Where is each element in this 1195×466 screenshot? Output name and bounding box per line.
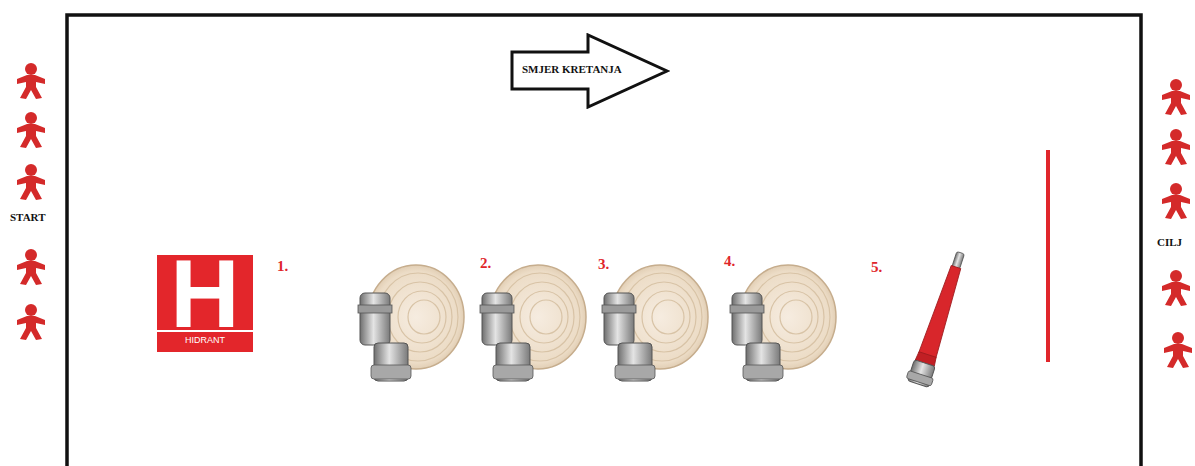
callout-number: 3. — [598, 256, 609, 273]
callout-number: 4. — [724, 253, 735, 270]
hose-roll — [480, 265, 586, 381]
hydrant-sign: HHIDRANT — [157, 255, 253, 352]
arrow-shape — [512, 35, 667, 107]
start-team — [17, 63, 45, 340]
start-label: START — [10, 211, 45, 223]
firefighter-figure — [17, 164, 45, 200]
firefighter-figure — [17, 249, 45, 285]
callout-number: 5. — [871, 259, 882, 276]
finish-team — [1162, 79, 1192, 368]
firefighter-figure — [1162, 129, 1190, 165]
callout-number: 2. — [480, 255, 491, 272]
nozzle — [906, 249, 973, 388]
firefighter-figure — [1164, 332, 1192, 368]
firefighter-figure — [17, 112, 45, 148]
finish-label: CILJ — [1157, 236, 1182, 248]
finish-line — [1046, 150, 1050, 362]
firefighter-figure — [17, 304, 45, 340]
firefighter-figure — [1162, 270, 1190, 306]
hose-roll — [358, 265, 464, 381]
firefighter-figure — [17, 63, 45, 99]
hydrant-caption: HIDRANT — [157, 335, 253, 345]
hydrant-letter: H — [157, 246, 253, 342]
firefighter-figure — [1162, 183, 1190, 219]
hose-roll — [602, 265, 708, 381]
firefighter-figure — [1162, 79, 1190, 115]
hose-roll — [730, 265, 836, 381]
direction-arrow: SMJER KRETANJA — [510, 33, 670, 109]
callout-number: 1. — [277, 258, 288, 275]
arrow-text: SMJER KRETANJA — [522, 63, 622, 75]
course-frame — [67, 15, 1141, 466]
